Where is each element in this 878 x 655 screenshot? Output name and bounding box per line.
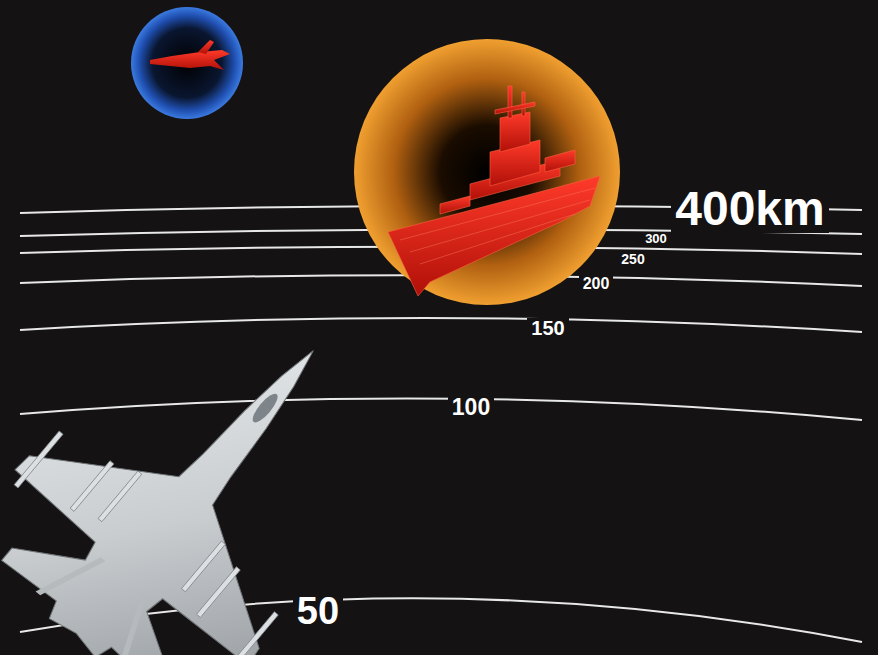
range-label: 100 [448, 396, 494, 419]
range-label: 50 [293, 592, 343, 630]
range-label: 200 [579, 276, 614, 292]
range-label: 300 [641, 232, 671, 245]
range-label-main: 400km [671, 185, 828, 233]
range-label: 250 [617, 252, 648, 266]
range-label: 150 [527, 318, 568, 338]
